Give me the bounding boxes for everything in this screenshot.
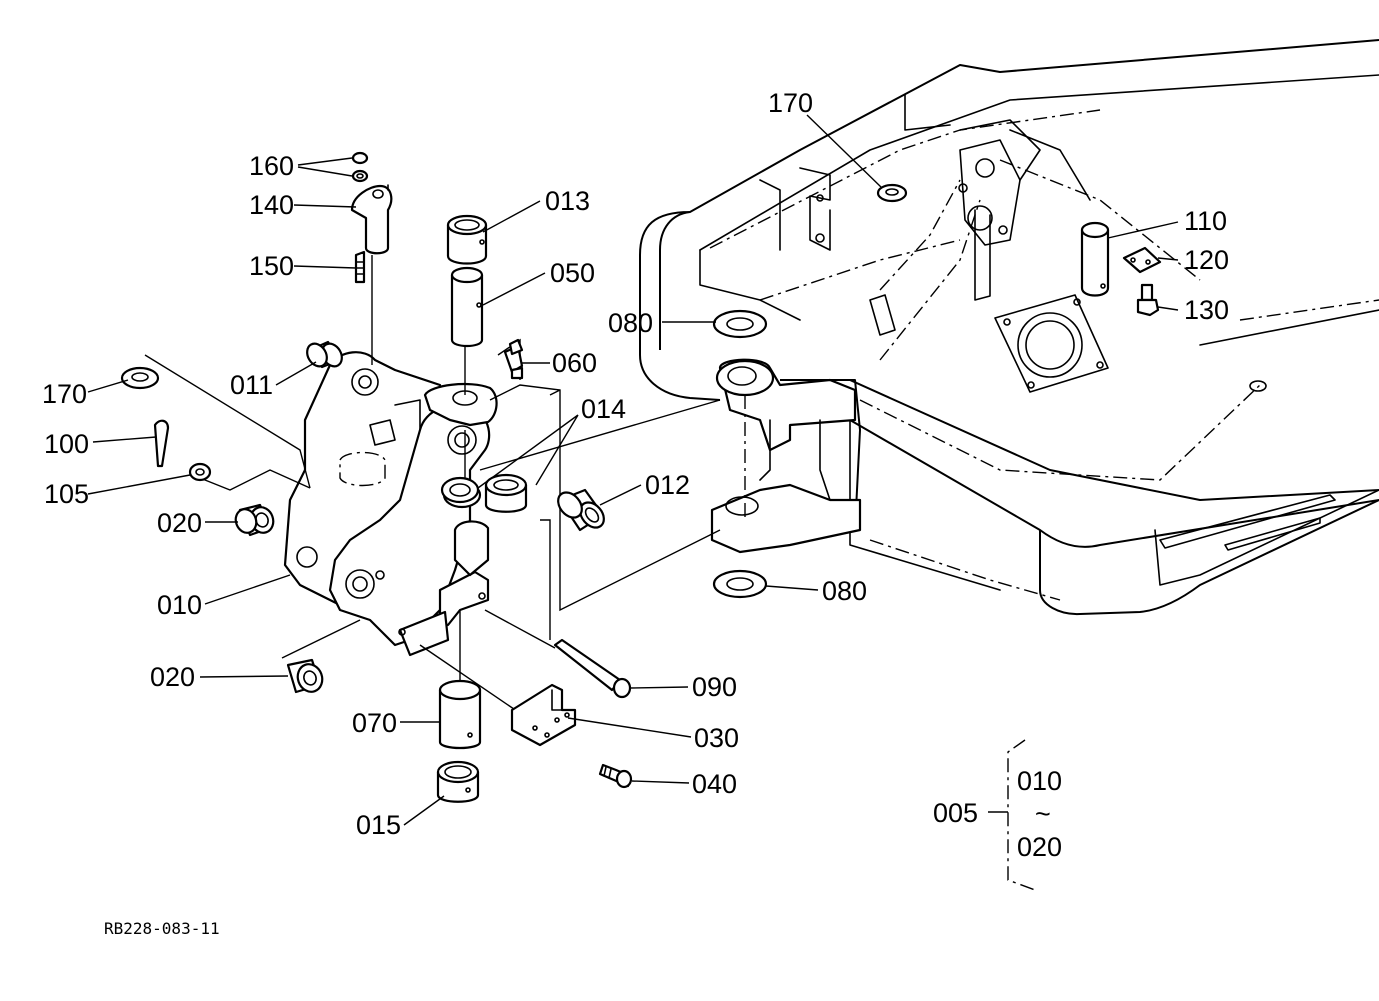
label-100: 100: [44, 429, 89, 459]
label-105: 105: [44, 479, 89, 509]
assembly-parent: 005: [933, 798, 978, 828]
nut-160: [351, 151, 369, 183]
label-110: 110: [1184, 206, 1227, 236]
washer-170-right: [876, 183, 908, 203]
bushing-015: [436, 760, 480, 803]
pin-050: [450, 266, 484, 348]
bushing-013: [446, 214, 488, 265]
label-160: 160: [249, 151, 294, 181]
label-080-lower: 080: [822, 576, 867, 606]
bushing-011: [306, 340, 343, 369]
label-130: 130: [1184, 295, 1229, 325]
bushing-014: [440, 473, 528, 513]
plate-120: [1122, 246, 1162, 274]
label-040: 040: [692, 769, 737, 799]
assembly-range-mark: ~: [1035, 799, 1051, 829]
washer-080-upper: [712, 309, 768, 339]
label-030: 030: [694, 723, 739, 753]
bolt-150: [354, 250, 366, 284]
bracket-030: [510, 683, 577, 747]
chassis-frame: [639, 39, 1379, 616]
label-020-lower: 020: [150, 662, 195, 692]
assembly-note: 005 010 ~ 020: [933, 739, 1062, 891]
fitting-060: [503, 338, 524, 380]
label-060: 060: [552, 348, 597, 378]
label-080-upper: 080: [608, 308, 653, 338]
assembly-from: 010: [1017, 766, 1062, 796]
assembly-lines: [144, 255, 721, 721]
label-014: 014: [581, 394, 626, 424]
label-020-upper: 020: [157, 508, 202, 538]
washer-170-left: [120, 366, 160, 390]
label-010: 010: [157, 590, 202, 620]
label-120: 120: [1184, 245, 1229, 275]
label-170-left: 170: [42, 379, 87, 409]
label-150: 150: [249, 251, 294, 281]
pin-070: [438, 679, 482, 750]
bolt-130: [1136, 283, 1160, 317]
pin-140: [350, 184, 393, 255]
washer-105: [188, 462, 212, 482]
support-bracket-010: [283, 351, 498, 657]
pin-090: [553, 638, 632, 699]
label-012: 012: [645, 470, 690, 500]
assembly-to: 020: [1017, 832, 1062, 862]
small-parts: [120, 151, 1162, 803]
cotter-pin-100: [153, 419, 170, 468]
label-015: 015: [356, 810, 401, 840]
label-170-right: 170: [768, 88, 813, 118]
label-013: 013: [545, 186, 590, 216]
drawing-code: RB228-083-11: [104, 919, 220, 938]
bushing-020-upper: [234, 503, 275, 537]
label-140: 140: [249, 190, 294, 220]
washer-080-lower: [712, 569, 768, 599]
bushing-012: [557, 488, 605, 532]
bushing-020-lower: [286, 658, 324, 694]
label-011: 011: [230, 370, 273, 400]
label-050: 050: [550, 258, 595, 288]
callout-labels: 160 140 150 013 050 011 060 170 014 100 …: [42, 88, 1229, 840]
bolt-040: [598, 763, 633, 789]
callout-leaders: [87, 114, 1179, 826]
label-090: 090: [692, 672, 737, 702]
label-070: 070: [352, 708, 397, 738]
pin-110: [1080, 221, 1110, 297]
